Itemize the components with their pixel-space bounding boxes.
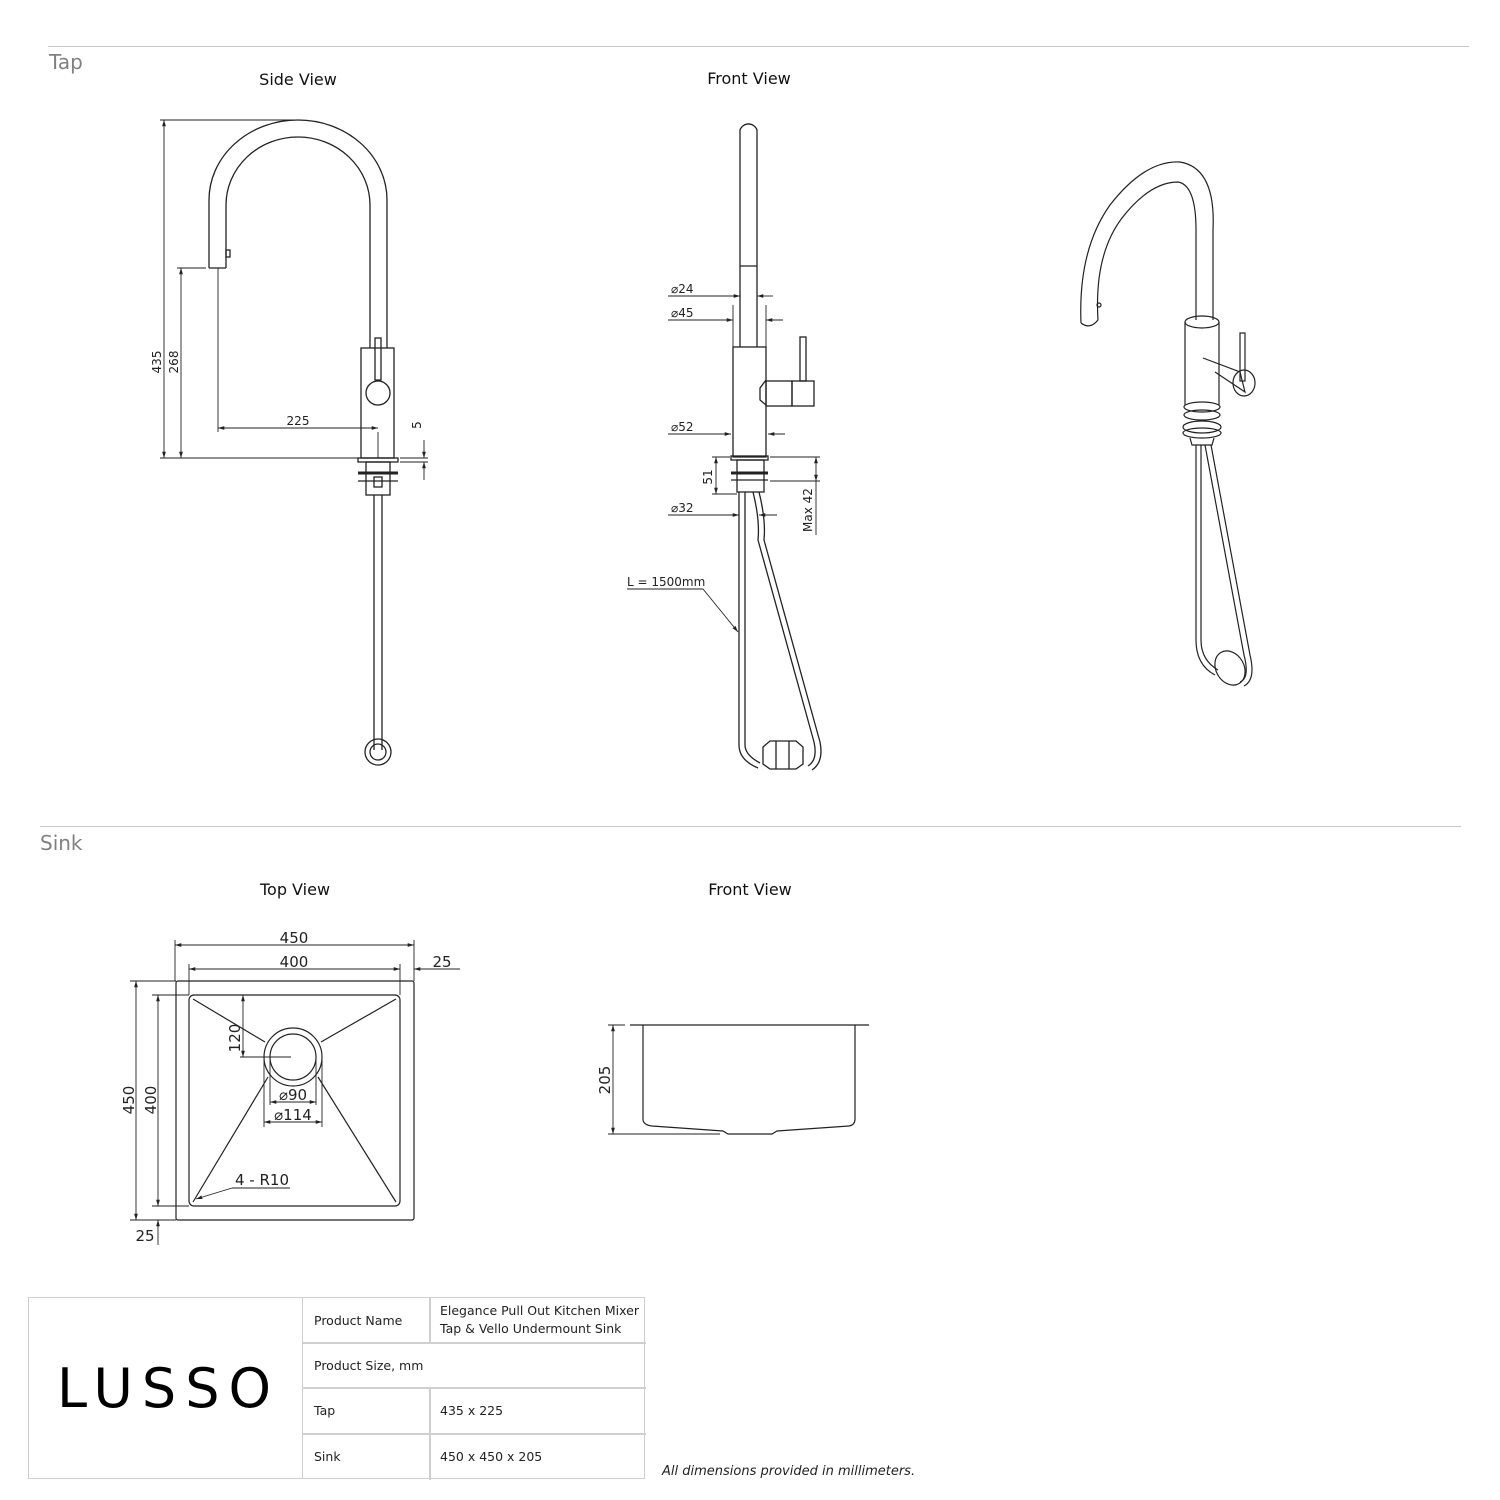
dim-hose-diameter: ⌀32 <box>671 501 694 515</box>
tap-front-dimensions <box>627 294 820 633</box>
row-product-size-label: Product Size, mm <box>314 1357 424 1373</box>
sink-top-view-drawing <box>175 980 415 1221</box>
brand-logo: LUSSO <box>57 1356 280 1420</box>
brand-logo-cell: LUSSO <box>29 1298 303 1478</box>
dim-sink-outer-width: 450 <box>280 929 309 947</box>
dim-corner-radius: 4 - R10 <box>235 1171 289 1189</box>
row-product-name-value: Elegance Pull Out Kitchen Mixer Tap & Ve… <box>430 1298 645 1342</box>
technical-drawings: 435 268 225 5 <box>120 119 1256 1245</box>
table-divider <box>303 1387 646 1389</box>
dim-base-diameter: ⌀52 <box>671 420 694 434</box>
dim-overall-height: 435 <box>150 351 164 374</box>
sink-top-dimensions <box>130 940 460 1245</box>
dim-sink-flange-bottom: 25 <box>135 1227 154 1245</box>
table-divider <box>429 1298 431 1342</box>
table-divider <box>429 1387 431 1480</box>
dim-waste-offset: 120 <box>226 1024 244 1053</box>
row-sink-label: Sink <box>314 1449 341 1464</box>
dim-hose-length: L = 1500mm <box>627 575 705 589</box>
dim-shank-height: 51 <box>701 469 715 484</box>
sink-front-view-drawing <box>630 1024 869 1135</box>
product-info-table: LUSSO Product Name Elegance Pull Out Kit… <box>28 1297 646 1480</box>
dim-upper-body-diameter: ⌀45 <box>671 306 694 320</box>
tap-side-dimensions <box>160 119 428 480</box>
dim-sink-flange: 25 <box>432 953 451 971</box>
dim-sink-inner-width: 400 <box>280 953 309 971</box>
tap-front-view-drawing <box>730 123 822 771</box>
tap-section-label: Tap <box>49 50 83 74</box>
dim-sink-outer-depth: 450 <box>120 1086 138 1115</box>
sink-top-view-title: Top View <box>259 880 331 899</box>
dim-spout-diameter: ⌀24 <box>671 282 694 296</box>
dimensions-footnote: All dimensions provided in millimeters. <box>662 1464 916 1479</box>
sink-front-view-title: Front View <box>708 880 792 899</box>
product-name-line1: Elegance Pull Out Kitchen Mixer <box>440 1303 639 1318</box>
row-tap-label: Tap <box>314 1403 336 1418</box>
tap-isometric-drawing <box>1080 161 1256 687</box>
tap-front-view-title: Front View <box>707 69 791 88</box>
table-divider <box>303 1433 646 1435</box>
table-divider <box>303 1342 646 1344</box>
row-sink-value: 450 x 450 x 205 <box>440 1449 543 1464</box>
sink-section-rule <box>40 826 1461 827</box>
dim-waste-inner: ⌀90 <box>279 1086 307 1104</box>
tap-side-view-drawing <box>208 119 399 766</box>
dim-reach: 225 <box>287 414 310 428</box>
row-product-name-label: Product Name <box>314 1312 403 1328</box>
dim-sink-inner-depth: 400 <box>142 1086 160 1115</box>
dim-waste-outer: ⌀114 <box>274 1106 312 1124</box>
dim-sink-bowl-depth: 205 <box>596 1066 614 1095</box>
sink-section-label: Sink <box>40 831 83 855</box>
dim-spout-height: 268 <box>167 351 181 374</box>
tap-section-rule <box>48 46 1469 47</box>
dim-base-thickness: 5 <box>410 421 424 429</box>
product-name-line2: Tap & Vello Undermount Sink <box>440 1321 622 1336</box>
tap-side-view-title: Side View <box>259 70 337 89</box>
sink-front-dimensions <box>608 1024 720 1135</box>
dim-max-bench: Max 42 <box>801 488 815 532</box>
row-tap-value: 435 x 225 <box>440 1403 504 1418</box>
